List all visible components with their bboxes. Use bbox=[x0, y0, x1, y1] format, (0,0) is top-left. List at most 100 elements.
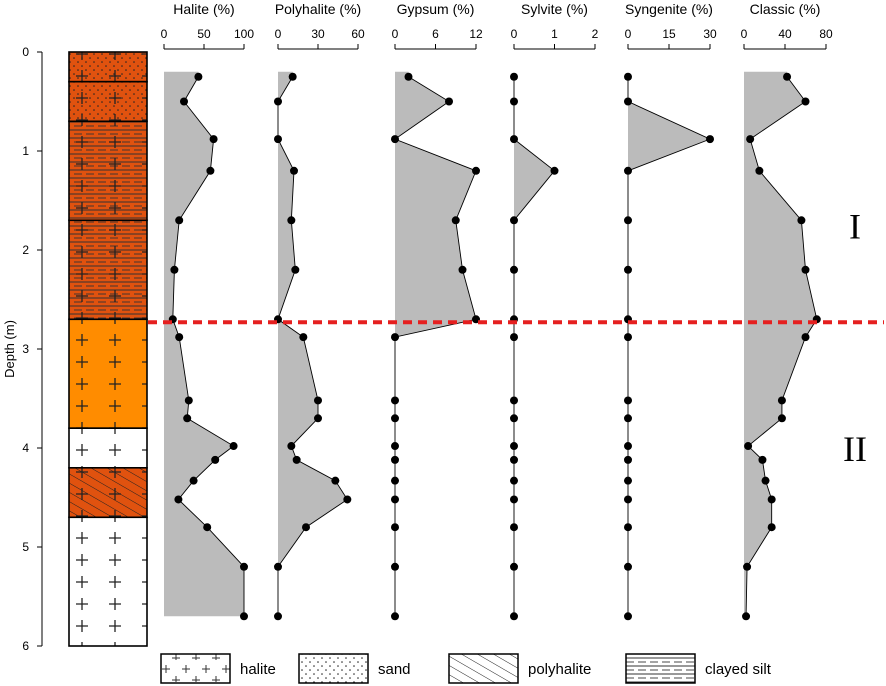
data-point bbox=[458, 265, 467, 274]
lithology-column bbox=[68, 51, 148, 647]
data-point bbox=[767, 523, 776, 532]
data-point bbox=[203, 523, 212, 532]
lithology-layer-halite-crosses bbox=[69, 467, 147, 518]
data-point bbox=[801, 333, 810, 342]
lithology-layer-pattern bbox=[69, 319, 147, 429]
depth-tick-label: 5 bbox=[22, 540, 29, 554]
data-point bbox=[206, 166, 215, 175]
data-point bbox=[170, 265, 179, 274]
legend-swatch-border bbox=[298, 653, 369, 684]
data-point bbox=[510, 97, 518, 106]
data-point bbox=[343, 495, 352, 504]
x-tick-label: 0 bbox=[392, 27, 399, 41]
legend-swatch-pattern bbox=[626, 654, 695, 683]
data-point bbox=[801, 97, 810, 106]
data-point bbox=[184, 396, 193, 405]
legend-item-silt: clayed silt bbox=[625, 653, 772, 684]
data-point bbox=[624, 442, 632, 451]
data-point bbox=[801, 265, 810, 274]
lithology-layer-pattern bbox=[69, 428, 147, 468]
data-point bbox=[240, 612, 248, 621]
data-point bbox=[391, 476, 399, 485]
data-point bbox=[240, 562, 248, 571]
series-area bbox=[514, 139, 555, 221]
legend-label: sand bbox=[378, 661, 411, 678]
data-point bbox=[744, 442, 753, 451]
data-point bbox=[391, 333, 399, 342]
x-tick-label: 0 bbox=[275, 27, 282, 41]
data-point bbox=[391, 495, 399, 504]
data-point bbox=[510, 612, 518, 621]
data-point bbox=[180, 97, 188, 106]
legend-swatch-border bbox=[625, 653, 696, 684]
data-point bbox=[777, 414, 786, 423]
data-point bbox=[292, 455, 301, 464]
legend-label: halite bbox=[240, 661, 276, 678]
depth-tick-label: 1 bbox=[22, 144, 29, 158]
legend-swatch-border bbox=[160, 653, 231, 684]
series-area bbox=[744, 71, 817, 617]
data-point bbox=[445, 97, 453, 106]
data-point bbox=[314, 414, 322, 423]
lithology-layer-halite-crosses bbox=[69, 81, 147, 122]
panel-title: Polyhalite (%) bbox=[275, 1, 361, 17]
x-tick-label: 12 bbox=[469, 27, 483, 41]
x-tick-label: 50 bbox=[197, 27, 211, 41]
data-point bbox=[194, 72, 203, 81]
legend-swatch-pattern bbox=[299, 654, 368, 683]
series-area bbox=[628, 101, 710, 171]
data-point bbox=[624, 414, 632, 423]
data-point bbox=[510, 216, 518, 225]
data-point bbox=[510, 72, 518, 81]
data-point bbox=[783, 72, 792, 81]
data-point bbox=[299, 333, 308, 342]
data-point bbox=[624, 523, 632, 532]
lithology-layer-halite-crosses bbox=[69, 52, 147, 82]
data-point bbox=[767, 495, 776, 504]
data-point bbox=[274, 135, 282, 144]
series-area bbox=[278, 71, 348, 617]
data-point bbox=[391, 612, 399, 621]
x-tick-label: 1 bbox=[551, 27, 558, 41]
legend-swatch-pattern bbox=[161, 654, 230, 683]
data-point bbox=[472, 166, 480, 175]
data-point bbox=[797, 216, 806, 225]
data-point bbox=[624, 476, 632, 485]
legend-label: clayed silt bbox=[705, 661, 772, 678]
zone-label: II bbox=[843, 429, 867, 469]
depth-tick-label: 4 bbox=[22, 441, 29, 455]
x-tick-label: 2 bbox=[592, 27, 599, 41]
data-point bbox=[175, 216, 184, 225]
data-point bbox=[287, 216, 296, 225]
data-point bbox=[291, 265, 300, 274]
legend-item-halite: halite bbox=[160, 653, 276, 684]
data-point bbox=[624, 333, 632, 342]
data-point bbox=[274, 562, 282, 571]
data-point bbox=[743, 562, 752, 571]
zone-label: I bbox=[849, 206, 861, 246]
x-tick-label: 80 bbox=[819, 27, 833, 41]
data-point bbox=[211, 455, 220, 464]
x-tick-label: 15 bbox=[662, 27, 676, 41]
data-point bbox=[510, 523, 518, 532]
data-point bbox=[274, 97, 282, 106]
x-tick-label: 0 bbox=[161, 27, 168, 41]
data-point bbox=[510, 455, 518, 464]
data-point bbox=[742, 612, 751, 621]
data-point bbox=[183, 414, 192, 423]
data-point bbox=[510, 396, 518, 405]
legend-label: polyhalite bbox=[528, 661, 591, 678]
data-point bbox=[174, 495, 183, 504]
x-tick-label: 30 bbox=[703, 27, 717, 41]
data-point bbox=[510, 135, 518, 144]
data-point bbox=[175, 333, 184, 342]
series-area bbox=[395, 71, 476, 338]
data-point bbox=[391, 414, 399, 423]
panel-title: Syngenite (%) bbox=[625, 1, 713, 17]
x-tick-label: 0 bbox=[741, 27, 748, 41]
data-point bbox=[391, 523, 399, 532]
